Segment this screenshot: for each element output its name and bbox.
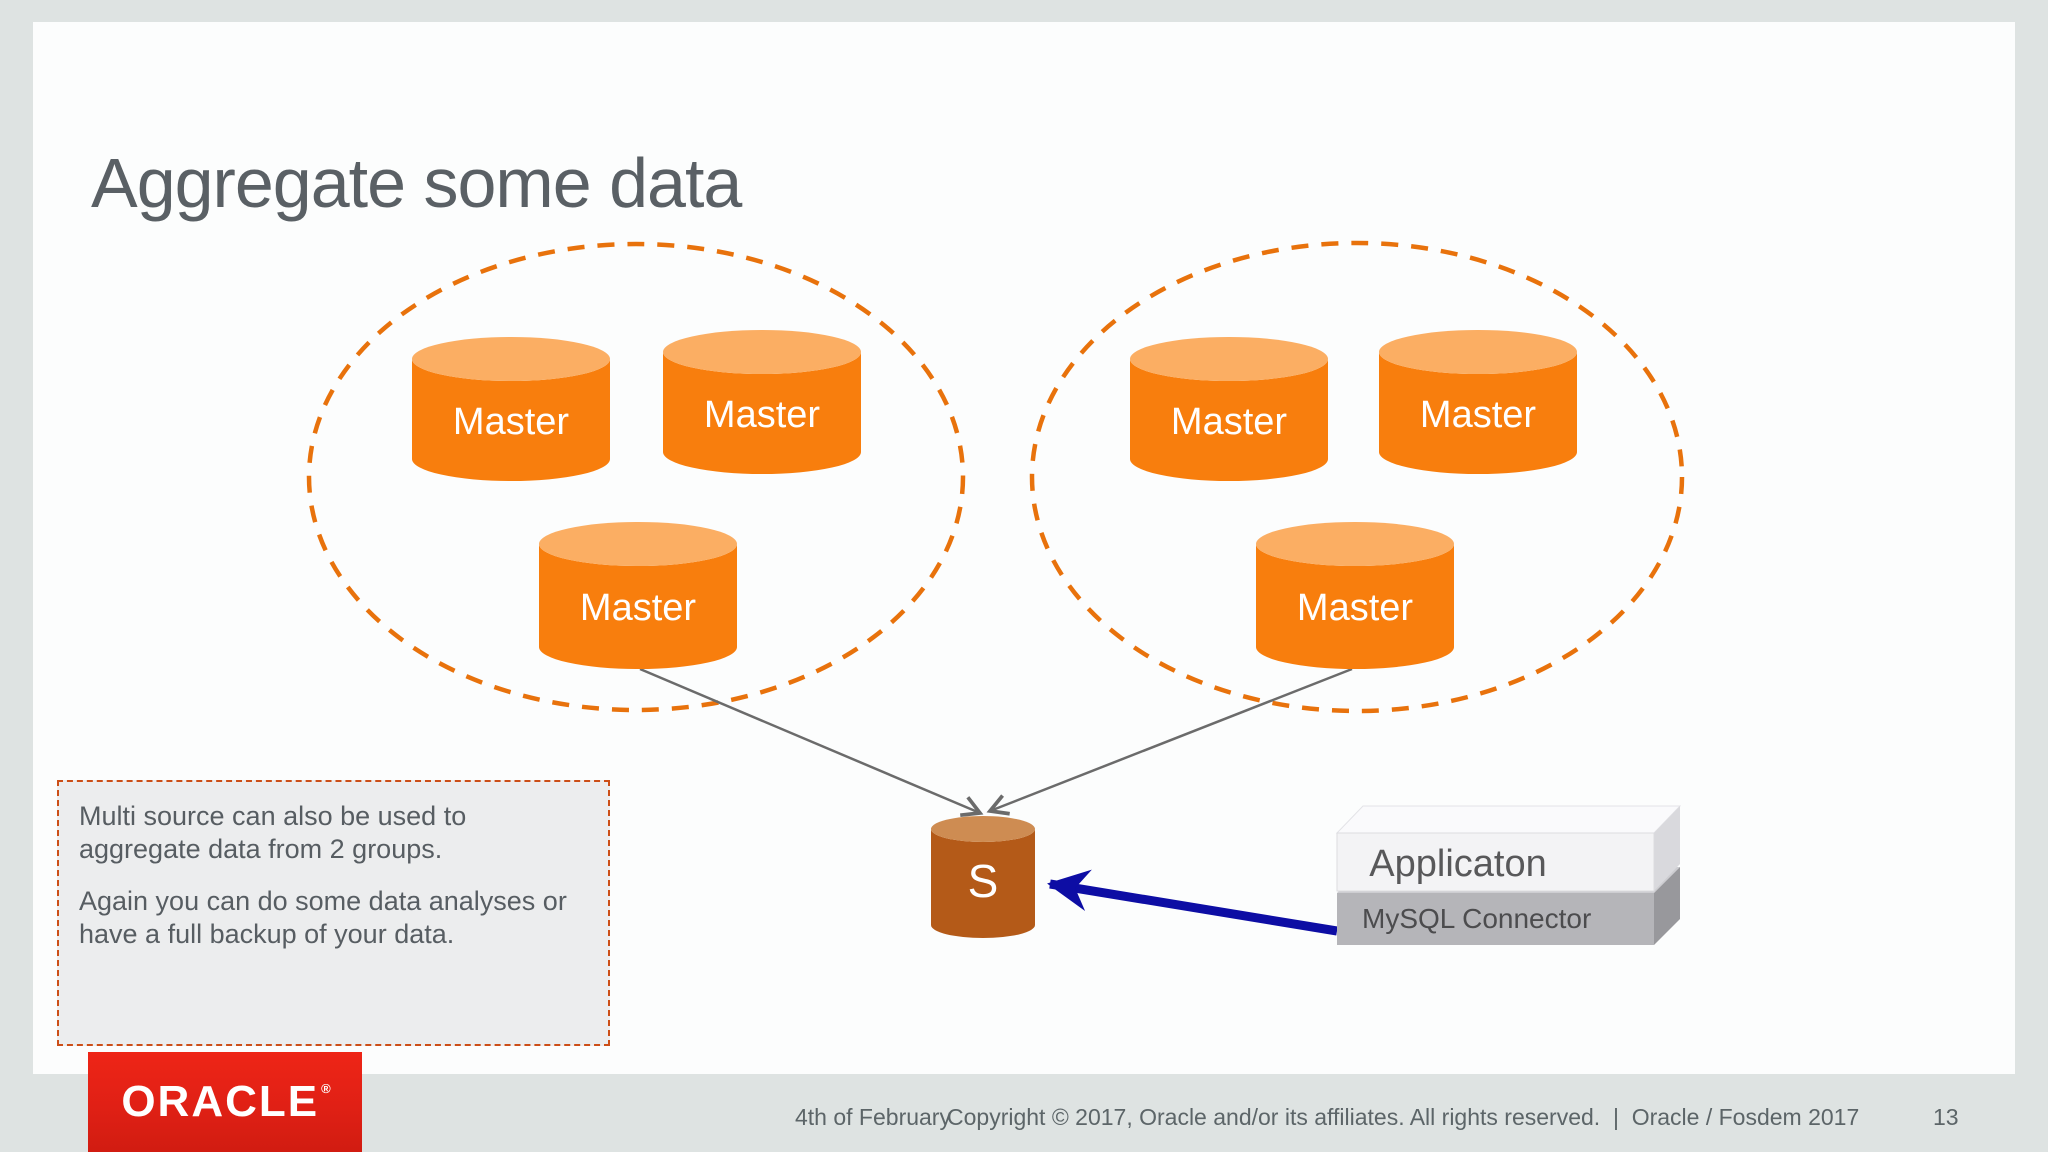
replication-arrow-left bbox=[639, 667, 984, 818]
footer-page-number: 13 bbox=[1933, 1104, 1959, 1130]
connector-box-side-face bbox=[1654, 867, 1680, 945]
master-label: Master bbox=[704, 394, 820, 436]
slave-cylinder: S bbox=[931, 816, 1035, 938]
master-label: Master bbox=[453, 401, 569, 443]
footer-date: 4th of February bbox=[795, 1104, 951, 1130]
replication-arrow-right bbox=[986, 667, 1353, 816]
master-cylinder: Master bbox=[1256, 522, 1454, 669]
application-stack: MySQL Connector Applicaton bbox=[1335, 805, 1682, 945]
connector-arrow bbox=[1047, 869, 1338, 936]
master-cylinder: Master bbox=[539, 522, 737, 669]
replication-group-2-boundary bbox=[1029, 240, 1685, 714]
master-label: Master bbox=[580, 587, 696, 629]
master-label: Master bbox=[1297, 587, 1413, 629]
master-cylinder: Master bbox=[1130, 337, 1328, 481]
connector-box-front-face bbox=[1337, 893, 1654, 945]
master-cylinder: Master bbox=[412, 337, 610, 481]
replication-group-1-boundary bbox=[306, 241, 966, 713]
master-cylinder: Master bbox=[663, 330, 861, 474]
footer-copyright: Copyright © 2017, Oracle and/or its affi… bbox=[947, 1104, 1860, 1130]
master-label: Master bbox=[1420, 394, 1536, 436]
oracle-logo: ORACLE® bbox=[88, 1052, 362, 1152]
oracle-logo-text: ORACLE bbox=[121, 1077, 320, 1126]
registered-trademark-mark: ® bbox=[321, 1080, 331, 1096]
master-label: Master bbox=[1171, 401, 1287, 443]
slave-label: S bbox=[968, 855, 999, 907]
slide-title: Aggregate some data bbox=[91, 144, 742, 222]
application-box-top-face bbox=[1335, 805, 1682, 834]
application-label: Applicaton bbox=[1369, 843, 1546, 885]
application-box-front-face bbox=[1336, 832, 1655, 892]
application-box-side-face bbox=[1654, 806, 1680, 891]
note-box: Multi source can also be used to aggrega… bbox=[57, 780, 610, 1046]
note-paragraph: Multi source can also be used to aggrega… bbox=[79, 801, 467, 865]
connector-label: MySQL Connector bbox=[1362, 903, 1591, 934]
note-paragraph: Again you can do some data analyses or h… bbox=[79, 885, 567, 950]
master-cylinder: Master bbox=[1379, 330, 1577, 474]
